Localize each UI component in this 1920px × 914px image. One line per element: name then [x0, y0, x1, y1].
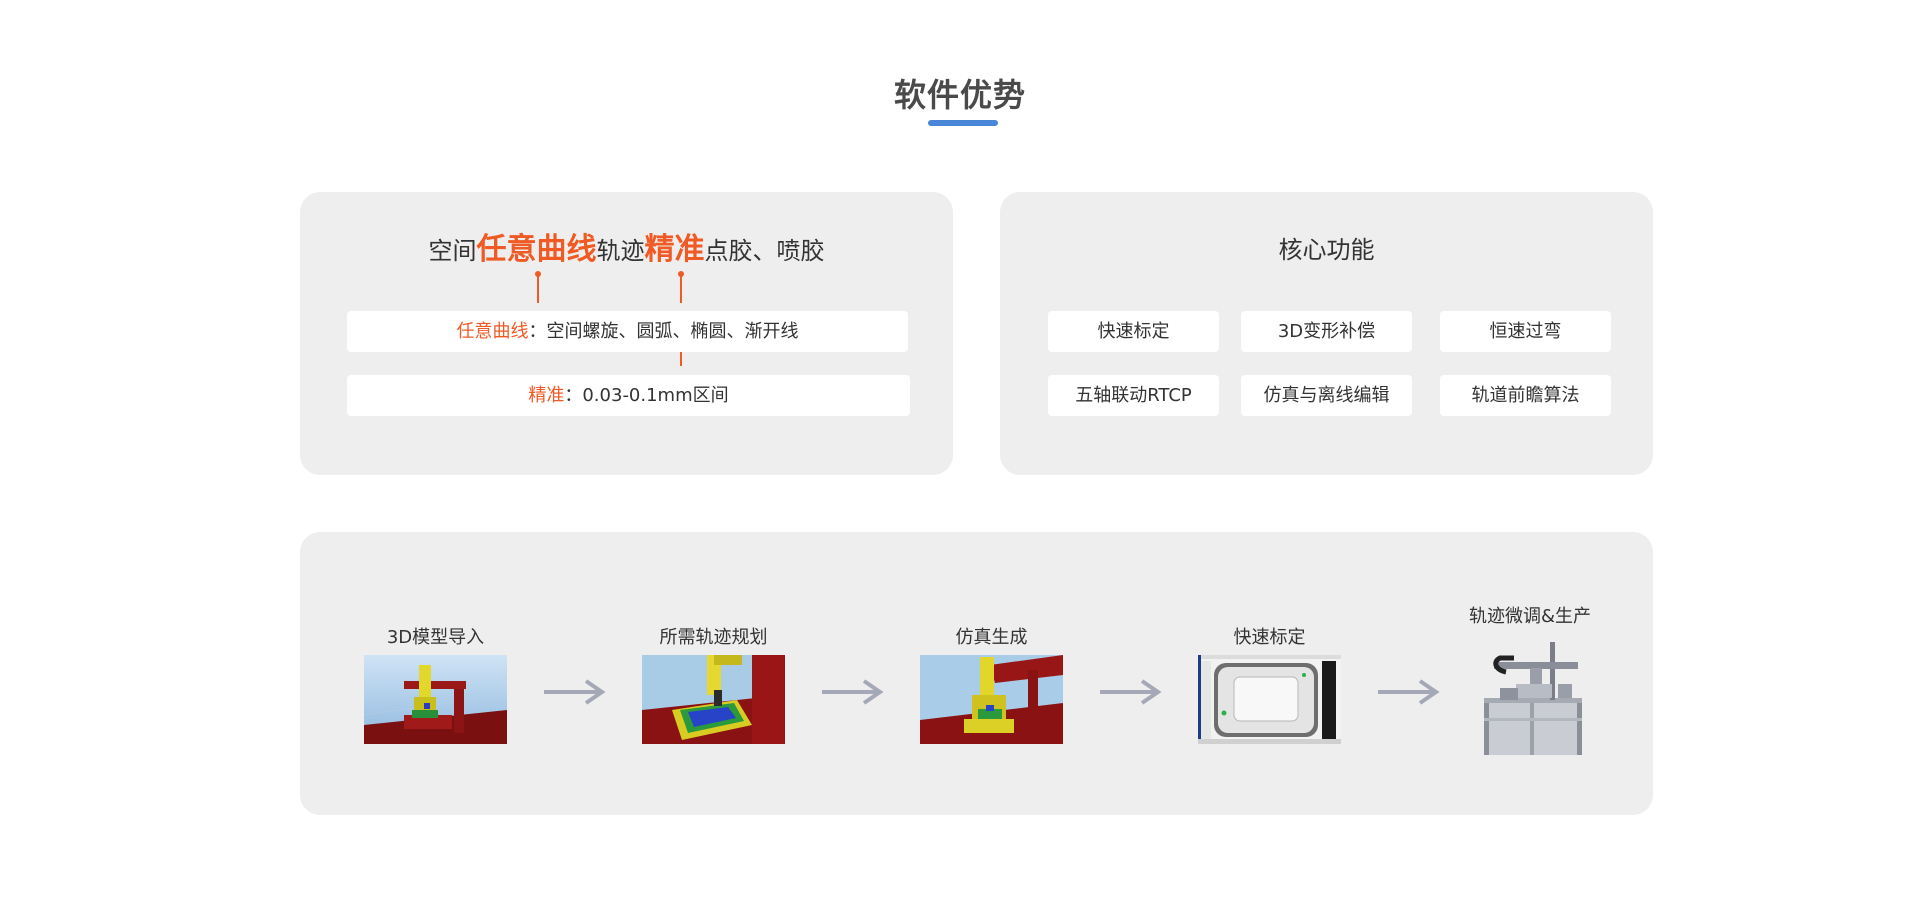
core-functions-card: 核心功能 快速标定 3D变形补偿 恒速过弯 五轴联动RTCP 仿真与离线编辑 轨… — [1000, 192, 1653, 475]
process-step-label: 快速标定 — [1233, 627, 1306, 648]
core-function-item: 快速标定 — [1048, 311, 1219, 352]
headline-highlight-precision: 精准 — [644, 232, 705, 267]
process-step-label: 轨迹微调&生产 — [1468, 606, 1592, 627]
connector-line-precision-bottom — [680, 344, 682, 366]
arrow-right-icon — [1100, 679, 1162, 705]
headline-part-3: 点胶、喷胶 — [704, 237, 825, 265]
arrow-right-icon — [822, 679, 884, 705]
robot-cell-3d-model-image — [364, 655, 507, 744]
arrow-right-icon — [1378, 679, 1440, 705]
process-step-label: 所需轨迹规划 — [659, 627, 768, 648]
core-function-item: 仿真与离线编辑 — [1241, 375, 1412, 416]
simulation-image — [920, 655, 1063, 744]
feature-row-curve: 任意曲线：空间螺旋、圆弧、椭圆、渐开线 — [347, 311, 908, 352]
process-step-label: 3D模型导入 — [386, 627, 485, 648]
feature-row-precision: 精准：0.03-0.1mm区间 — [347, 375, 910, 416]
feature-row-value: 空间螺旋、圆弧、椭圆、渐开线 — [546, 321, 799, 342]
trajectory-plan-image — [642, 655, 785, 744]
process-card: 3D模型导入 所需轨迹规划 — [300, 532, 1653, 815]
connector-line-precision-top — [680, 274, 682, 303]
feature-card: 空间任意曲线轨迹精准点胶、喷胶 任意曲线：空间螺旋、圆弧、椭圆、渐开线 精准：0… — [300, 192, 953, 475]
feature-row-sep: ： — [528, 321, 547, 342]
section-title: 软件优势 — [893, 76, 1026, 114]
core-functions-title: 核心功能 — [1278, 236, 1375, 264]
headline-highlight-curve: 任意曲线 — [476, 232, 597, 267]
feature-row-sep: ： — [564, 385, 583, 406]
calibration-screen-image — [1198, 655, 1341, 744]
feature-headline: 空间任意曲线轨迹精准点胶、喷胶 — [300, 230, 953, 270]
core-function-item: 轨道前瞻算法 — [1440, 375, 1611, 416]
core-function-item: 3D变形补偿 — [1241, 311, 1412, 352]
headline-part-1: 空间 — [428, 237, 477, 265]
arrow-right-icon — [544, 679, 606, 705]
core-function-item: 五轴联动RTCP — [1048, 375, 1219, 416]
title-underline — [928, 120, 998, 126]
feature-row-value: 0.03-0.1mm区间 — [582, 385, 729, 406]
connector-line-curve — [537, 274, 539, 303]
process-step-label: 仿真生成 — [955, 627, 1028, 648]
dispensing-machine-image — [1470, 640, 1590, 755]
core-function-item: 恒速过弯 — [1440, 311, 1611, 352]
feature-row-key: 精准 — [528, 385, 565, 406]
headline-part-2: 轨迹 — [596, 237, 645, 265]
feature-row-key: 任意曲线 — [456, 321, 529, 342]
